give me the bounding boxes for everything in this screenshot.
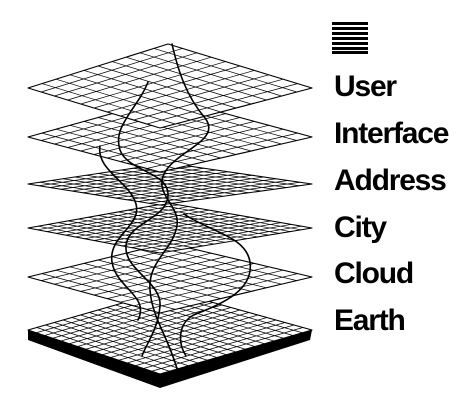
plane-cloud <box>27 242 313 314</box>
layer-label-city: City <box>334 211 387 244</box>
layer-label-interface: Interface <box>334 117 449 150</box>
connection-thread-4 <box>179 213 251 357</box>
plane-grid-lines <box>38 164 301 204</box>
plane-grid-lines <box>36 292 304 372</box>
layer-label-address: Address <box>334 164 447 197</box>
plane-user <box>27 43 313 129</box>
connection-thread-2 <box>117 81 169 357</box>
layer-label-cloud: Cloud <box>334 257 414 290</box>
layer-label-earth: Earth <box>334 304 406 337</box>
layer-planes <box>27 43 313 388</box>
plane-grid-lines <box>41 101 298 169</box>
plane-address <box>27 162 313 206</box>
layer-label-user: User <box>334 70 397 103</box>
plane-earth <box>27 289 313 375</box>
plane-grid-lines <box>41 48 298 125</box>
plane-city <box>27 202 313 254</box>
stacked-lines-icon <box>332 22 368 54</box>
connection-threads <box>99 43 251 373</box>
connection-thread-3 <box>99 145 142 321</box>
earth-base-slab <box>28 330 312 388</box>
